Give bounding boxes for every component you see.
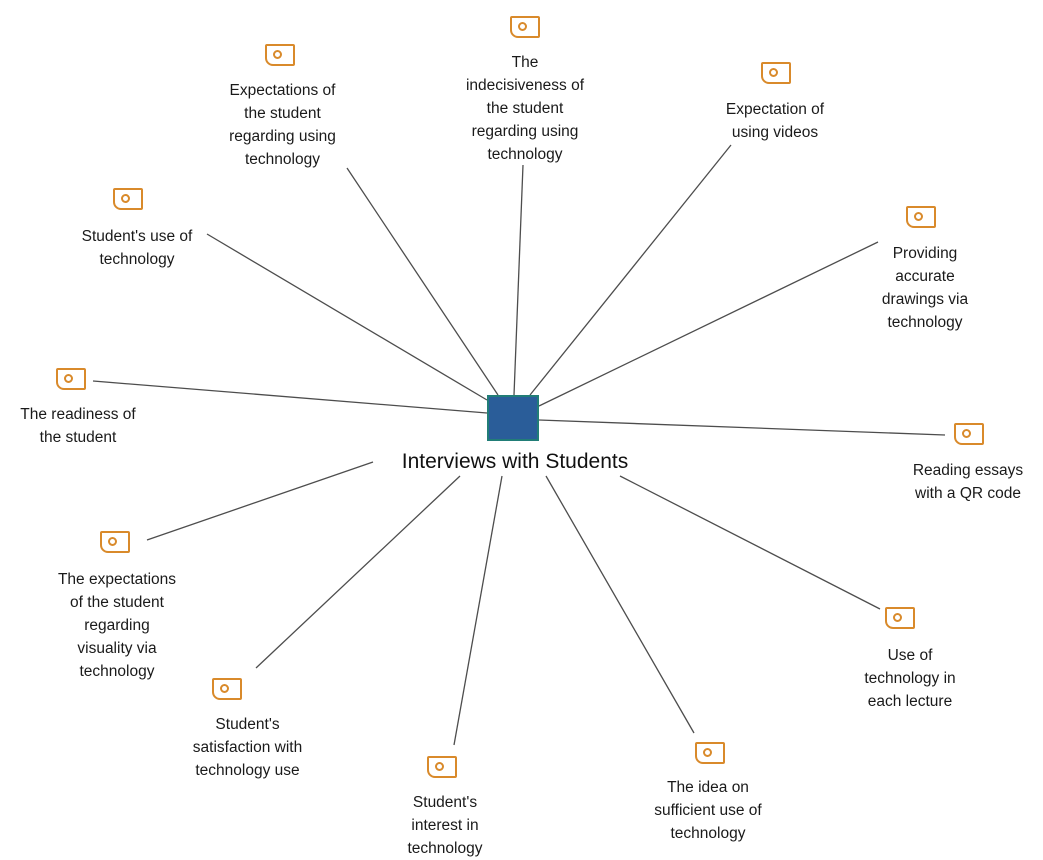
code-label-students-use: Student's use of technology xyxy=(81,228,193,268)
edge-qr-code xyxy=(538,419,946,436)
code-tag-icon[interactable] xyxy=(265,44,295,66)
code-tag-icon[interactable] xyxy=(885,607,915,629)
edge-each-lecture xyxy=(619,475,881,610)
edge-accurate-drawings xyxy=(538,241,879,407)
code-tag-icon[interactable] xyxy=(510,16,540,38)
code-tag-icon[interactable] xyxy=(906,206,936,228)
edge-interest xyxy=(453,475,503,746)
edge-visuality xyxy=(146,461,374,541)
edge-expectation-videos xyxy=(529,144,732,396)
center-node-label: Interviews with Students xyxy=(401,450,629,473)
code-label-expectations-technology: Expectations of the student regarding us… xyxy=(229,82,336,168)
code-tag-icon[interactable] xyxy=(954,423,984,445)
code-tag-icon[interactable] xyxy=(695,742,725,764)
code-label-sufficient-use: The idea on sufficient use of technology xyxy=(654,779,762,842)
code-label-accurate-drawings: Providing accurate drawings via technolo… xyxy=(881,245,969,331)
code-label-visuality: The expectations of the student regardin… xyxy=(57,571,177,680)
code-tag-icon[interactable] xyxy=(56,368,86,390)
code-tag-icon[interactable] xyxy=(113,188,143,210)
center-node[interactable] xyxy=(487,395,539,441)
code-label-satisfaction: Student's satisfaction with technology u… xyxy=(192,716,303,779)
code-label-readiness: The readiness of the student xyxy=(20,406,136,446)
code-label-expectation-videos: Expectation of using videos xyxy=(725,101,825,141)
edge-indecisiveness xyxy=(513,164,524,396)
edge-readiness xyxy=(92,380,488,414)
code-tag-icon[interactable] xyxy=(761,62,791,84)
edge-satisfaction xyxy=(255,475,461,669)
code-tag-icon[interactable] xyxy=(427,756,457,778)
code-tag-icon[interactable] xyxy=(100,531,130,553)
edge-sufficient-use xyxy=(545,475,695,734)
code-tag-icon[interactable] xyxy=(212,678,242,700)
code-label-interest: Student's interest in technology xyxy=(407,794,483,857)
code-label-each-lecture: Use of technology in each lecture xyxy=(864,647,956,710)
edge-expectations-technology xyxy=(346,167,499,396)
code-label-indecisiveness: The indecisiveness of the student regard… xyxy=(465,54,585,163)
code-label-qr-code: Reading essays with a QR code xyxy=(912,462,1024,502)
edge-students-use xyxy=(206,233,488,401)
